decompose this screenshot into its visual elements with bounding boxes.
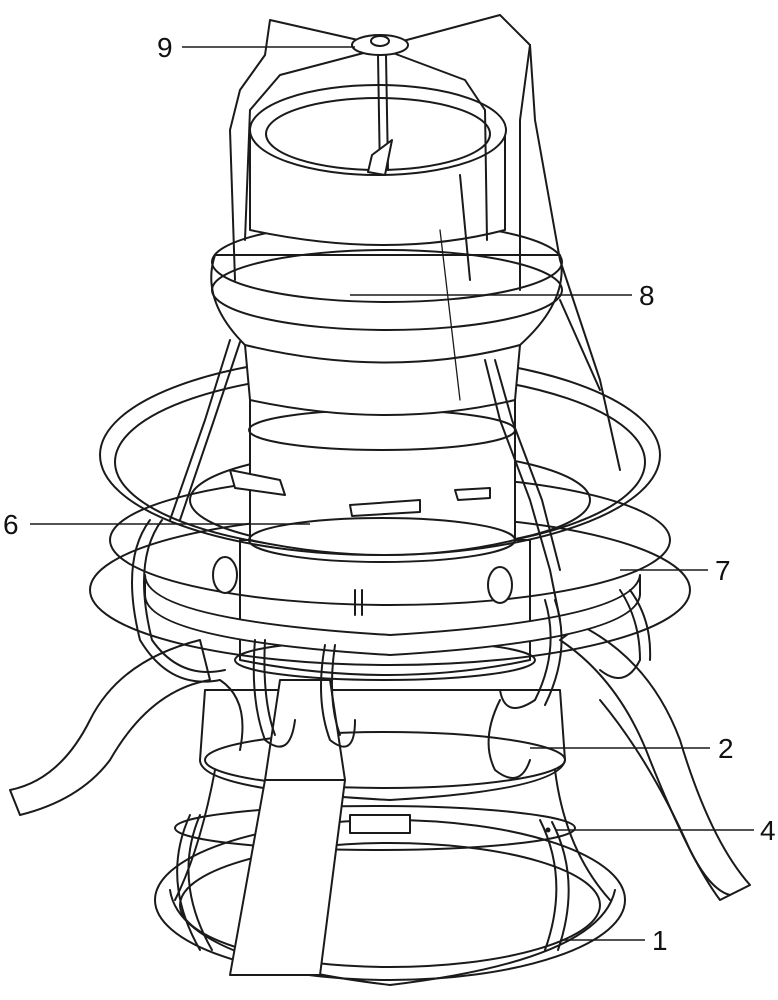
- callout-label-4: 4: [760, 815, 776, 846]
- callout-label-6: 6: [3, 509, 19, 540]
- callout-label-2: 2: [718, 733, 734, 764]
- side-hooks: [131, 519, 652, 779]
- top-frame: [229, 14, 621, 471]
- callout-label-7: 7: [715, 555, 731, 586]
- callouts: 9 8 6 7 2 4 1: [3, 32, 776, 956]
- central-column: [212, 389, 516, 616]
- callout-label-8: 8: [639, 280, 655, 311]
- chutes: [9, 624, 751, 976]
- suspension-rods: [169, 339, 563, 709]
- base-ring: [154, 819, 626, 986]
- base-cage: [174, 805, 576, 951]
- callout-label-9: 9: [157, 32, 173, 63]
- callout-label-1: 1: [652, 925, 668, 956]
- lower-housing: [174, 689, 611, 901]
